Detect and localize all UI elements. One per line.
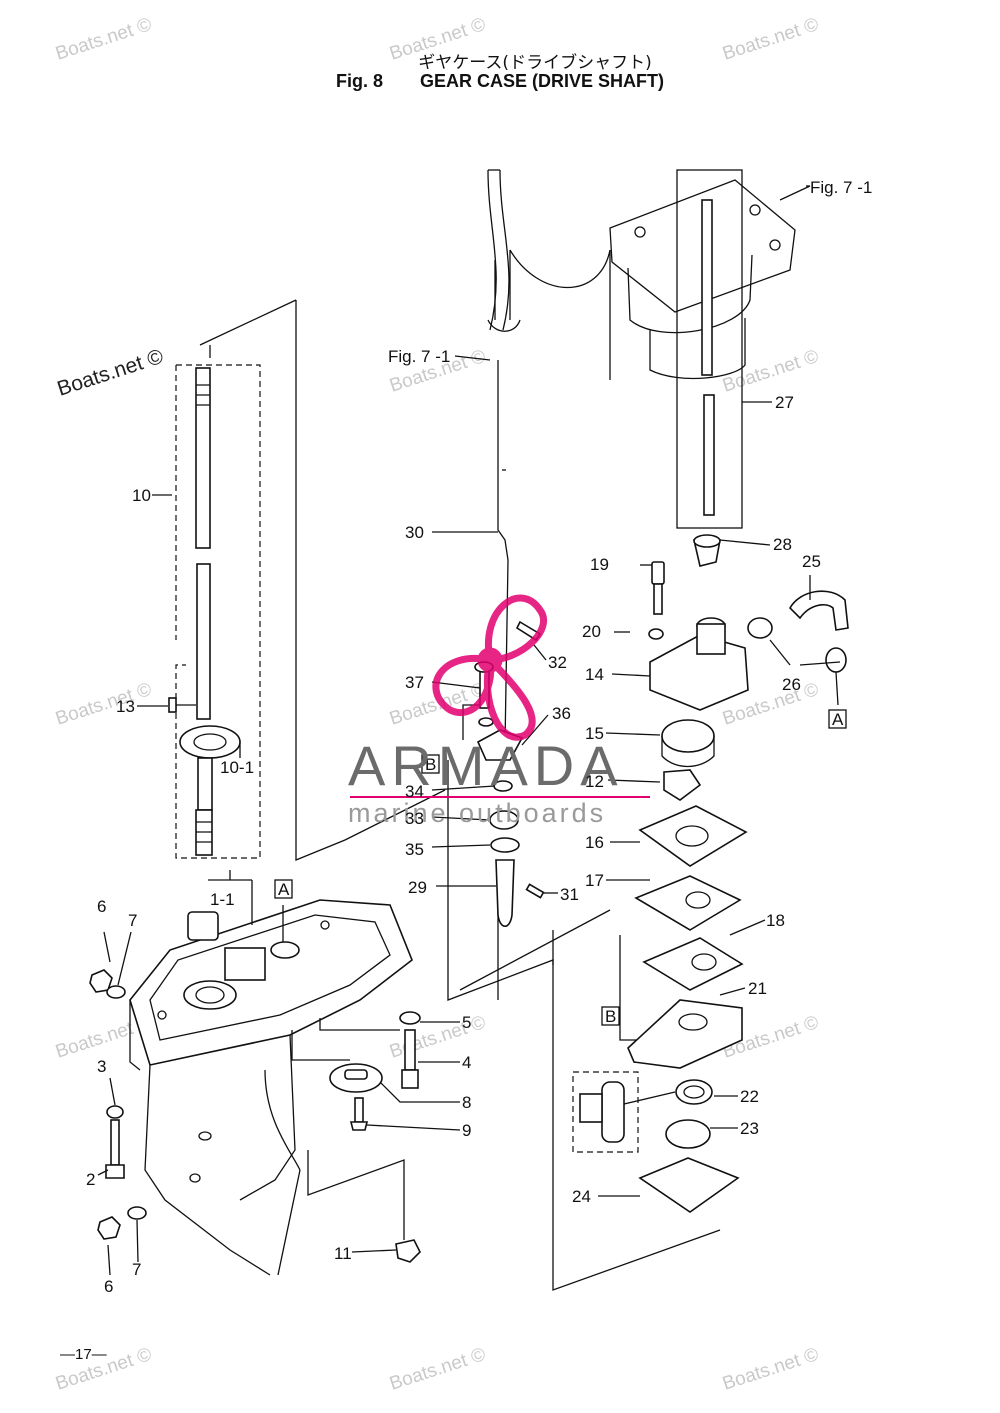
- callout-label: 4: [462, 1053, 471, 1072]
- callout-label: 6: [104, 1277, 113, 1296]
- brand-name: ARMADA: [348, 734, 624, 797]
- callout-label: 11: [334, 1244, 352, 1263]
- callout-label: 22: [740, 1087, 759, 1106]
- armada-logo: ARMADA marine outboards: [348, 594, 650, 828]
- callout-label: 7: [128, 911, 137, 930]
- boxed-letter-a: [828, 709, 847, 729]
- upper-casing-outline: [487, 169, 611, 380]
- boxed-letter-a: A: [278, 880, 290, 899]
- diagram-title: Fig. 8 GEAR CASE (DRIVE SHAFT): [0, 71, 1000, 92]
- watermark-text: Boats.net ©: [387, 1344, 488, 1395]
- callout-label: 24: [572, 1187, 591, 1206]
- callout-label: 29: [408, 878, 427, 897]
- callout-label: 10: [132, 486, 151, 505]
- boxed-letter-a: A: [832, 710, 844, 729]
- callout-label: 35: [405, 840, 424, 859]
- watermark-text: Boats.net ©: [53, 14, 154, 65]
- figure-reference-label: Fig. 7 -1: [388, 347, 450, 366]
- callout-label: 2: [86, 1170, 95, 1189]
- bolt-hardware-center: [291, 1011, 461, 1263]
- bolt-hardware-left: [89, 931, 147, 1276]
- callout-label: 5: [462, 1013, 471, 1032]
- page-number: —17—: [60, 1346, 107, 1363]
- figure-title: GEAR CASE (DRIVE SHAFT): [420, 71, 665, 91]
- callout-label: 26: [782, 675, 801, 694]
- callout-label: 33: [405, 809, 424, 828]
- callout-label: 28: [773, 535, 792, 554]
- brand-tagline: marine outboards: [348, 798, 606, 828]
- callout-label: 3: [97, 1057, 106, 1076]
- callout-label: 20: [582, 622, 601, 641]
- callout-label: 32: [548, 653, 567, 672]
- drive-shaft-group: [168, 345, 261, 859]
- callout-label: 6: [97, 897, 106, 916]
- watermark-text: Boats.net ©: [387, 14, 488, 65]
- callout-label: 18: [766, 911, 785, 930]
- figure-number: Fig. 8: [335, 71, 383, 91]
- callout-label: 19: [590, 555, 609, 574]
- callout-label: 14: [585, 665, 604, 684]
- exhaust-housing: [609, 169, 811, 529]
- reference-boxes: A A B B: [274, 709, 847, 1026]
- callout-numbers: 10 13 10-1 1-1 6 7 3 2 6 7 11 5 4 8 9 30…: [86, 393, 821, 1296]
- callout-label: 10-1: [220, 758, 254, 777]
- watermark-text: Boats.net ©: [720, 14, 821, 65]
- callout-label: 30: [405, 523, 424, 542]
- watermark-text: Boats.net ©: [720, 1344, 821, 1395]
- callout-label: 34: [405, 782, 424, 801]
- guide-lines: [199, 299, 721, 1291]
- boxed-letter-b: [601, 1006, 620, 1026]
- callout-label: 16: [585, 833, 604, 852]
- callout-label: 13: [116, 697, 135, 716]
- watermark-text: Boats.net ©: [53, 679, 154, 730]
- figure-reference-label: Fig. 7 -1: [810, 178, 872, 197]
- boxed-letter-b: [421, 754, 440, 774]
- diagram-title-japanese: ギヤケース(ドライブシャフト): [418, 53, 652, 73]
- callout-label: 9: [462, 1121, 471, 1140]
- gear-case-body: [129, 899, 413, 1276]
- callout-label: 31: [560, 885, 579, 904]
- callout-label: 8: [462, 1093, 471, 1112]
- callout-label: 12: [585, 772, 604, 791]
- propeller-icon: [432, 594, 548, 741]
- water-pump-parts: [572, 534, 849, 1213]
- callout-label: 1-1: [210, 890, 235, 909]
- leader-lines: [137, 185, 841, 1197]
- boxed-letter-a: [274, 879, 293, 899]
- callout-label: 27: [775, 393, 794, 412]
- callout-label: 7: [132, 1260, 141, 1279]
- callout-label: 17: [585, 871, 604, 890]
- boxed-letter-b: B: [605, 1007, 616, 1026]
- callout-label: 15: [585, 724, 604, 743]
- callout-label: 25: [802, 552, 821, 571]
- boxed-letter-b: B: [425, 755, 436, 774]
- watermark-text: Boats.net ©: [54, 345, 166, 401]
- callout-label: 23: [740, 1119, 759, 1138]
- callout-label: 21: [748, 979, 767, 998]
- callout-label: 37: [405, 673, 424, 692]
- callout-label: 36: [552, 704, 571, 723]
